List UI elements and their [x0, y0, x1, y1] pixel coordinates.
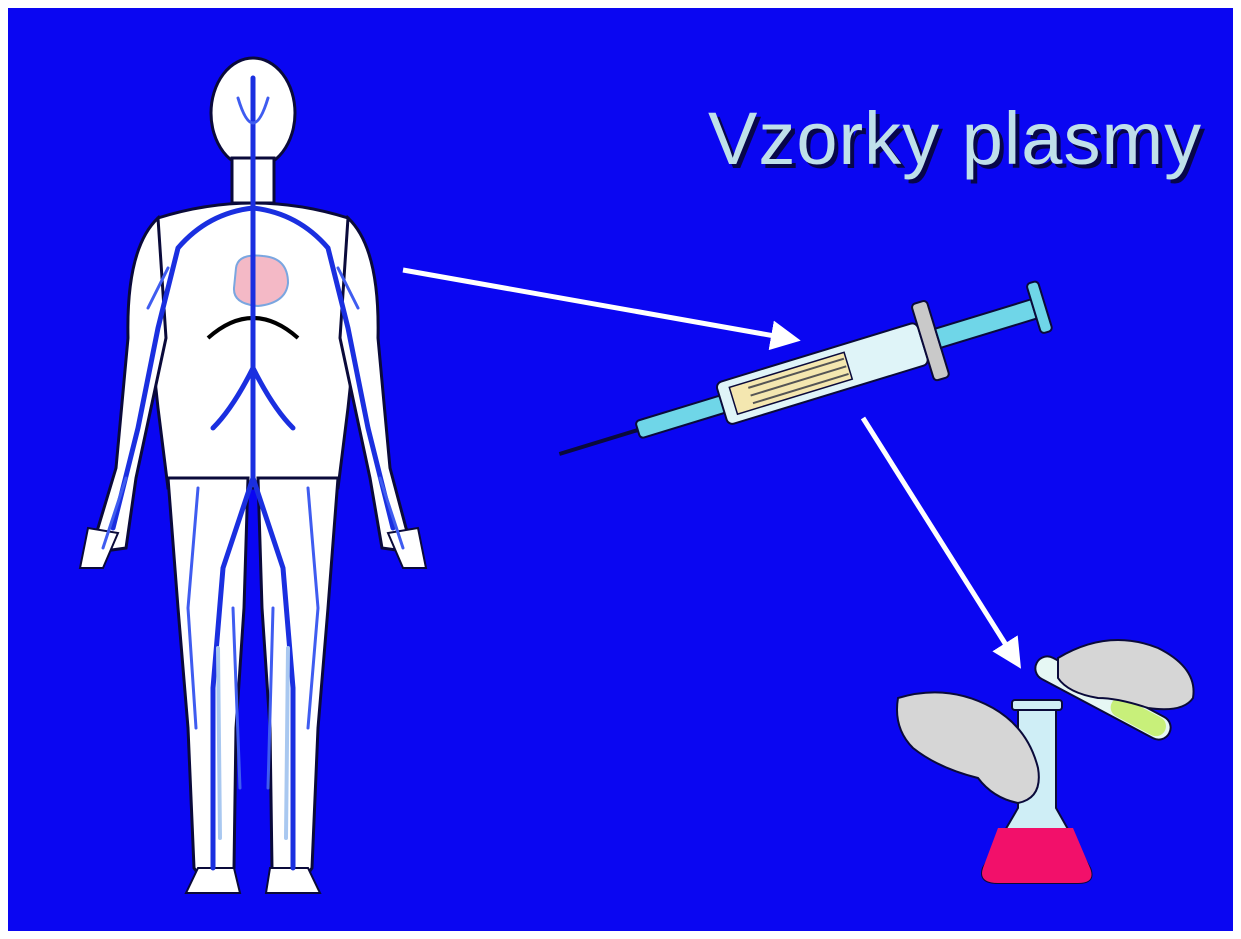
arrow-syringe-to-flask	[863, 418, 1013, 656]
diagram-art	[8, 8, 1233, 931]
slide: Vzorky plasmy	[8, 8, 1233, 931]
lab-flask-hands-icon	[897, 640, 1194, 883]
syringe-icon	[548, 267, 1057, 492]
human-circulatory-system-icon	[80, 58, 426, 893]
arrow-body-to-syringe	[403, 270, 786, 338]
